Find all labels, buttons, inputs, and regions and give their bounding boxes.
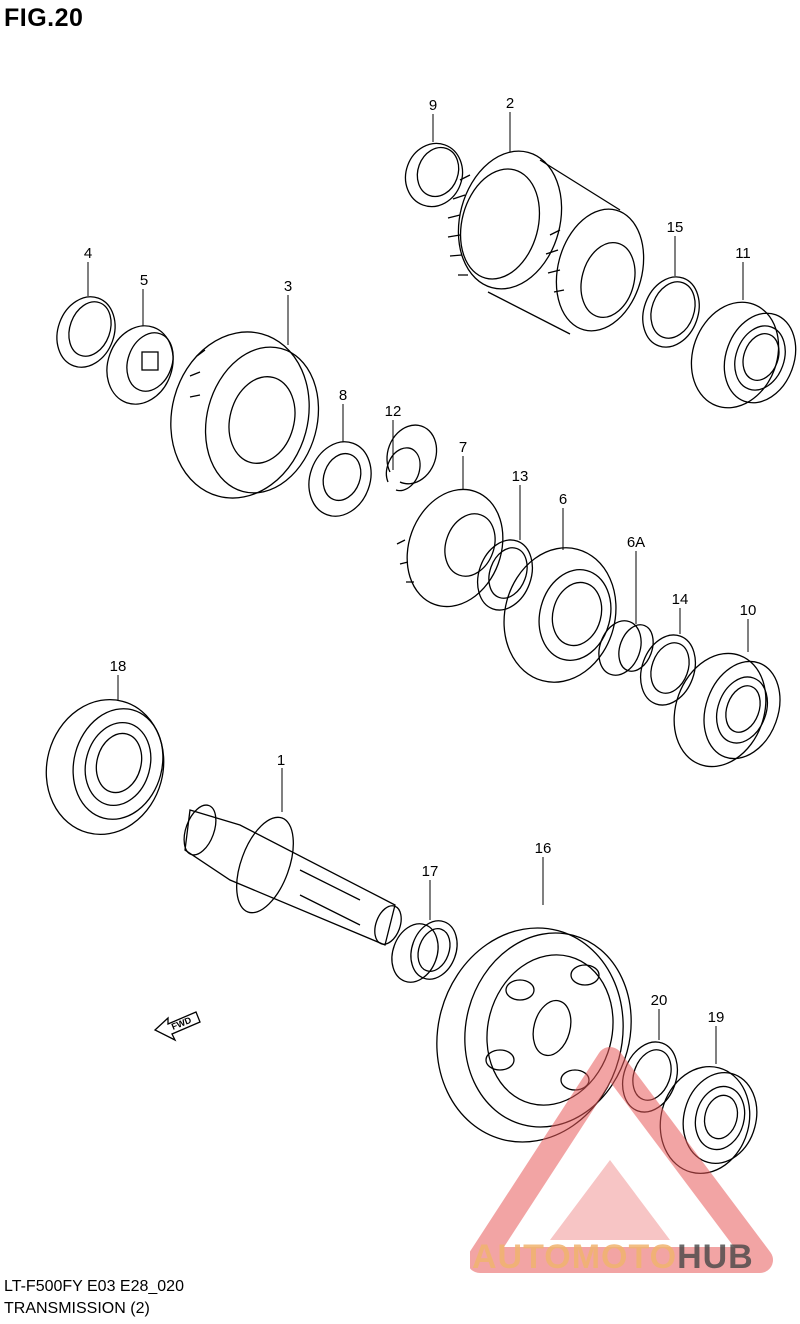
callout-18: 18 (110, 658, 127, 675)
part-14-washer (639, 634, 697, 706)
callout-4: 4 (84, 245, 92, 262)
part-3-gear (170, 331, 320, 499)
model-code: LT-F500FY E03 E28_020 (4, 1278, 184, 1295)
callout-14: 14 (672, 591, 689, 608)
callout-6a: 6A (627, 534, 645, 551)
part-5-bushing (106, 325, 174, 405)
callout-8: 8 (339, 387, 347, 404)
callout-20: 20 (651, 992, 668, 1009)
forward-arrow-icon: FWD (153, 1011, 201, 1042)
watermark-logo-icon (470, 1047, 773, 1273)
callout-16: 16 (535, 840, 552, 857)
part-11-bearing (690, 301, 797, 409)
callout-2: 2 (506, 95, 514, 112)
callout-1: 1 (277, 752, 285, 769)
callout-leader-lines (87, 112, 749, 1064)
part-8-thrust-washer (308, 441, 372, 517)
part-2-double-gear (447, 150, 645, 335)
callout-7: 7 (459, 439, 467, 456)
callout-5: 5 (140, 272, 148, 289)
callout-13: 13 (512, 468, 529, 485)
part-15-washer (642, 276, 700, 348)
part-6a-bushing (598, 620, 654, 676)
callout-6: 6 (559, 491, 567, 508)
callout-17: 17 (422, 863, 439, 880)
watermark-text-part2: HUB (677, 1238, 754, 1276)
part-9-ring (404, 142, 464, 208)
part-4-ring (56, 296, 116, 368)
part-10-bearing (673, 652, 781, 768)
part-7-gear (396, 488, 504, 608)
callout-11: 11 (735, 245, 751, 262)
callout-19: 19 (708, 1009, 725, 1026)
watermark-text-part1: AUTOMOTO (472, 1238, 678, 1276)
part-12-circlip (385, 424, 438, 492)
callout-3: 3 (284, 278, 292, 295)
callout-12: 12 (385, 403, 402, 420)
part-13-washer (476, 539, 534, 611)
callout-9: 9 (429, 97, 437, 114)
callout-10: 10 (740, 602, 757, 619)
section-title: TRANSMISSION (2) (4, 1300, 150, 1317)
watermark-text: AUTOMOTOHUB (472, 1238, 754, 1277)
callout-labels: 1 2 3 4 5 6 6A 7 8 9 10 11 12 13 14 15 1… (84, 95, 757, 1026)
figure-title: FIG.20 (4, 4, 84, 32)
part-1-shaft (183, 804, 402, 946)
part-18-bearing (45, 698, 165, 836)
callout-15: 15 (667, 219, 684, 236)
part-6-gear (503, 547, 617, 683)
part-17-bushing (391, 920, 458, 983)
